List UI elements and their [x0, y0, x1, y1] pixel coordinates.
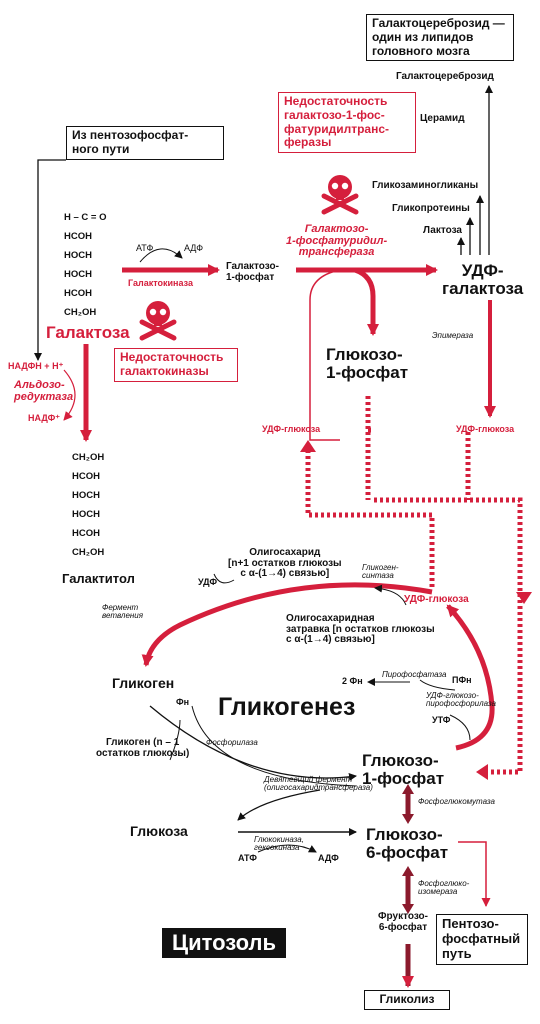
label-glucose-1-phosphate-top: Глюкозо- 1-фосфат [326, 345, 409, 382]
label-udp-galactose: УДФ- галактоза [442, 261, 524, 298]
label-pyrophosphatase: Пирофосфатаза [382, 670, 447, 679]
label-glucose-6-phosphate: Глюкозо- 6-фосфат [366, 825, 449, 862]
pentose-source-box: Из пентозофосфат- ного пути [66, 126, 224, 160]
phosphorylase-curve [149, 705, 357, 781]
label-glucose: Глюкоза [130, 823, 188, 839]
label-glycogenesis: Гликогенез [218, 693, 356, 721]
label-primer: Олигосахаридная затравка [n остатков глю… [286, 613, 435, 645]
label-branching-enzyme: Фермент ветвления [102, 603, 144, 621]
label-galactitol: Галактитол [62, 571, 135, 586]
label-utp: УТФ [432, 715, 451, 725]
label-adp-2: АДФ [318, 853, 339, 863]
label-oligosaccharide: Олигосахарид [n+1 остатков глюкозы с α-(… [228, 547, 342, 579]
ppi-curve [419, 679, 456, 691]
label-glycogen-synthase: Гликоген- синтаза [362, 563, 399, 581]
label-epimerase: Эпимераза [432, 331, 474, 340]
atp-adp-curve [257, 844, 317, 853]
label-transferase: Галактозо- 1-фосфатуридил- трансфераза [286, 223, 388, 259]
label-glycosaminoglycans: Гликозаминогликаны [372, 180, 479, 191]
label-fructose-6-phosphate: Фруктозо- 6-фосфат [378, 911, 428, 933]
label-phosphoglucomutase: Фосфоглюкомутаза [418, 797, 495, 806]
label-glycogen: Гликоген [112, 675, 175, 691]
skull-crossbones-icon [321, 175, 359, 215]
utp-loop [446, 604, 495, 751]
utp-curve [449, 714, 471, 741]
glycogen-n1-curve [169, 719, 181, 761]
label-udp-glucose-right: УДФ-глюкоза [456, 424, 515, 434]
transferase-arrow [296, 264, 438, 441]
udp-curve [213, 573, 235, 584]
label-pyrophosphorylase: УДФ-глюкозо- пирофосфорилаза [426, 691, 496, 709]
nadph-curve [63, 369, 76, 421]
glycolysis-box: Гликолиз [364, 990, 450, 1010]
label-ceramide: Церамид [420, 113, 465, 124]
cerebroside-arrows [457, 85, 493, 255]
label-udp-glucose-mid: УДФ-глюкоза [404, 594, 469, 605]
dashed-heads [300, 440, 532, 780]
debranching-curve [191, 705, 357, 787]
label-ppi: ПФн [452, 675, 472, 685]
label-galactokinase: Галактокиназа [128, 278, 193, 288]
label-udp-glucose-left: УДФ-глюкоза [262, 424, 321, 434]
primer-curve [374, 584, 407, 606]
label-aldose-reductase: Альдозо- редуктаза [14, 379, 74, 403]
glycogenesis-curve [141, 582, 433, 667]
pentose-connector [34, 159, 66, 361]
label-phosphorylase: Фосфорилаза [206, 738, 258, 747]
label-atp-2: АТФ [238, 853, 257, 863]
label-nadph: НАДФН + Н⁺ [8, 361, 64, 371]
pentose-pathway-box: Пентозо- фосфатный путь [436, 914, 528, 965]
label-nadp: НАДФ⁺ [28, 413, 61, 423]
transferase-deficiency-box: Недостаточность галактозо-1-фос- фатурид… [278, 92, 416, 154]
label-adp-1: АДФ [184, 243, 204, 253]
galactokinase-arrow [122, 248, 220, 276]
galactose-structure: H – C = O HCOH HOCH HOCH HCOH CH₂OH [64, 212, 107, 318]
glucose-curve [237, 789, 321, 821]
label-galactocerebroside: Галактоцереброзид [396, 71, 494, 82]
label-2pi: 2 Фн [342, 676, 363, 686]
galactocerebroside-box: Галактоцереброзид — один из липидов голо… [366, 14, 514, 62]
label-pi: Фн [176, 697, 190, 707]
label-isomerase: Фосфоглюко- изомераза [418, 879, 470, 897]
label-atp-1: АТФ [136, 243, 154, 253]
galactokinase-deficiency-box: Недостаточность галактокиназы [114, 348, 238, 382]
mutase-arrow [402, 784, 414, 824]
label-debranching-enzyme: Девятевщий фермент (олигосахаридтрансфер… [264, 775, 373, 793]
label-glycoproteins: Гликопротеины [392, 203, 470, 214]
galactitol-structure: CH₂OH HCOH HOCH HOCH HCOH CH₂OH [72, 452, 105, 558]
label-galactose-1-phosphate: Галактозо- 1-фосфат [226, 261, 279, 283]
isomerase-arrow [402, 866, 414, 914]
pentose-arrow [458, 841, 491, 907]
label-glycogen-n1: Гликоген (n – 1 остатков глюкозы) [96, 737, 190, 759]
cytosol-label: Цитозоль [162, 928, 287, 958]
label-udp: УДФ [198, 577, 218, 587]
label-hexokinase: Глюкокиназа, гексокиназа [254, 835, 304, 853]
label-glucose-1-phosphate-bottom: Глюкозо- 1-фосфат [362, 751, 445, 788]
skull-crossbones-icon [139, 301, 177, 341]
label-lactose: Лактоза [423, 225, 462, 236]
label-galactose: Галактоза [46, 323, 130, 342]
dashed-pathways [305, 396, 523, 775]
